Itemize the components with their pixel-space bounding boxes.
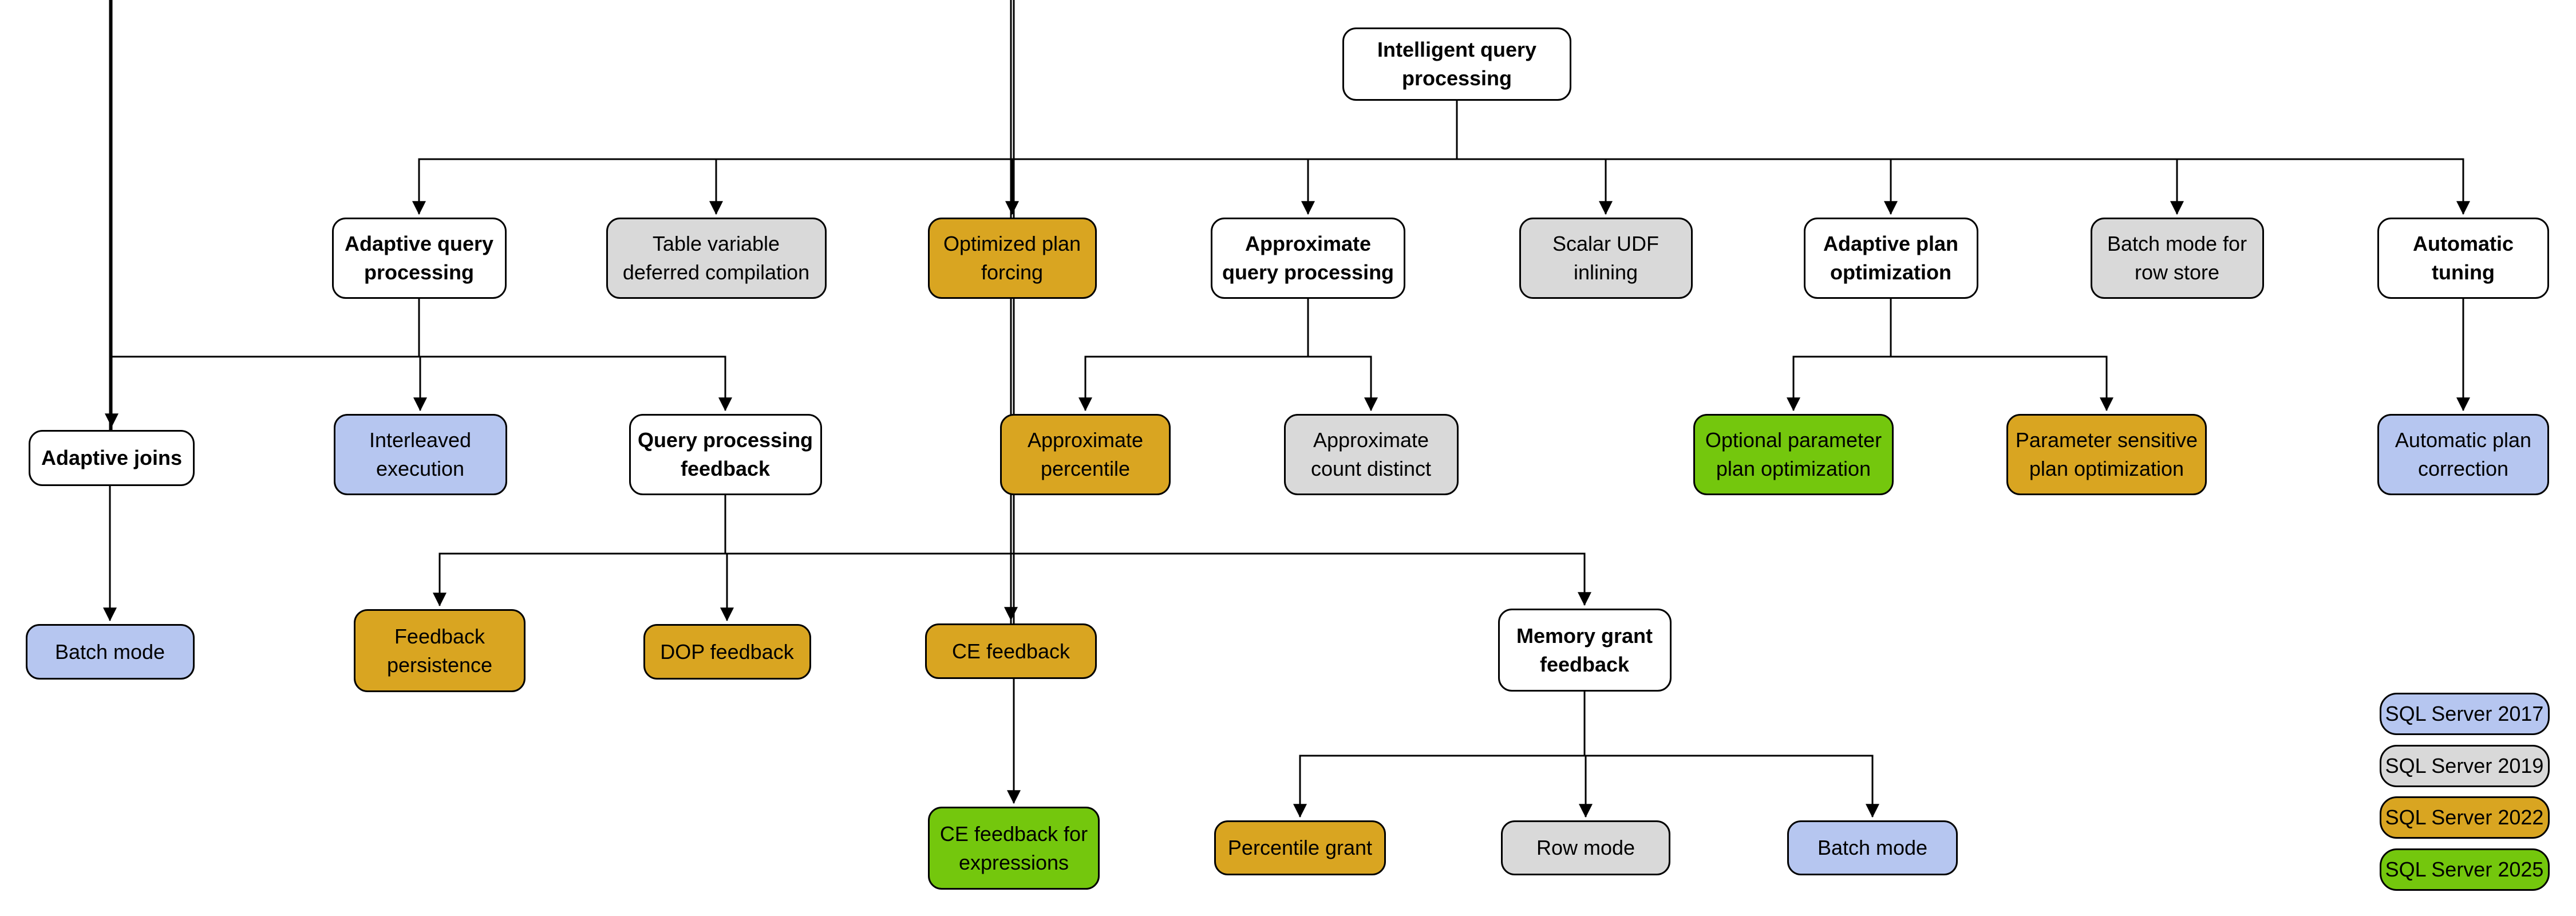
node-mgf: Memory grant feedback [1498, 609, 1672, 692]
node-rm: Row mode [1501, 820, 1670, 875]
node-bm2: Batch mode [1787, 820, 1958, 875]
node-apqp: Approximate query processing [1211, 218, 1405, 299]
node-aj: Adaptive joins [29, 430, 195, 486]
node-oppo: Optional parameter plan optimization [1693, 414, 1894, 495]
node-apo: Adaptive plan optimization [1803, 218, 1978, 299]
node-acd: Approximate count distinct [1283, 414, 1459, 495]
node-bmrs: Batch mode for row store [2090, 218, 2264, 299]
legend-sql-server-2017: SQL Server 2017 [2379, 693, 2550, 735]
node-bm1: Batch mode [25, 624, 195, 680]
legend-sql-server-2025: SQL Server 2025 [2379, 848, 2550, 891]
node-fp: Feedback persistence [354, 609, 526, 692]
node-qpf: Query processing feedback [629, 414, 822, 495]
node-aqp: Adaptive query processing [331, 218, 507, 299]
node-sudf: Scalar UDF inlining [1519, 218, 1693, 299]
legend-sql-server-2019: SQL Server 2019 [2379, 745, 2550, 787]
legend-sql-server-2022: SQL Server 2022 [2379, 796, 2550, 839]
node-dopf: DOP feedback [643, 624, 811, 680]
node-cefe: CE feedback for expressions [928, 807, 1100, 890]
node-ie: Interleaved execution [333, 414, 507, 495]
node-tvdc: Table variable deferred compilation [606, 218, 827, 299]
node-pg: Percentile grant [1214, 820, 1386, 875]
node-pspo: Parameter sensitive plan optimization [2006, 414, 2207, 495]
node-apc: Automatic plan correction [2377, 414, 2549, 495]
node-apct: Approximate percentile [1000, 414, 1171, 495]
node-opf: Optimized plan forcing [927, 218, 1097, 299]
node-at: Automatic tuning [2377, 218, 2549, 299]
node-iqp: Intelligent query processing [1342, 27, 1571, 101]
node-cef: CE feedback [925, 623, 1097, 679]
